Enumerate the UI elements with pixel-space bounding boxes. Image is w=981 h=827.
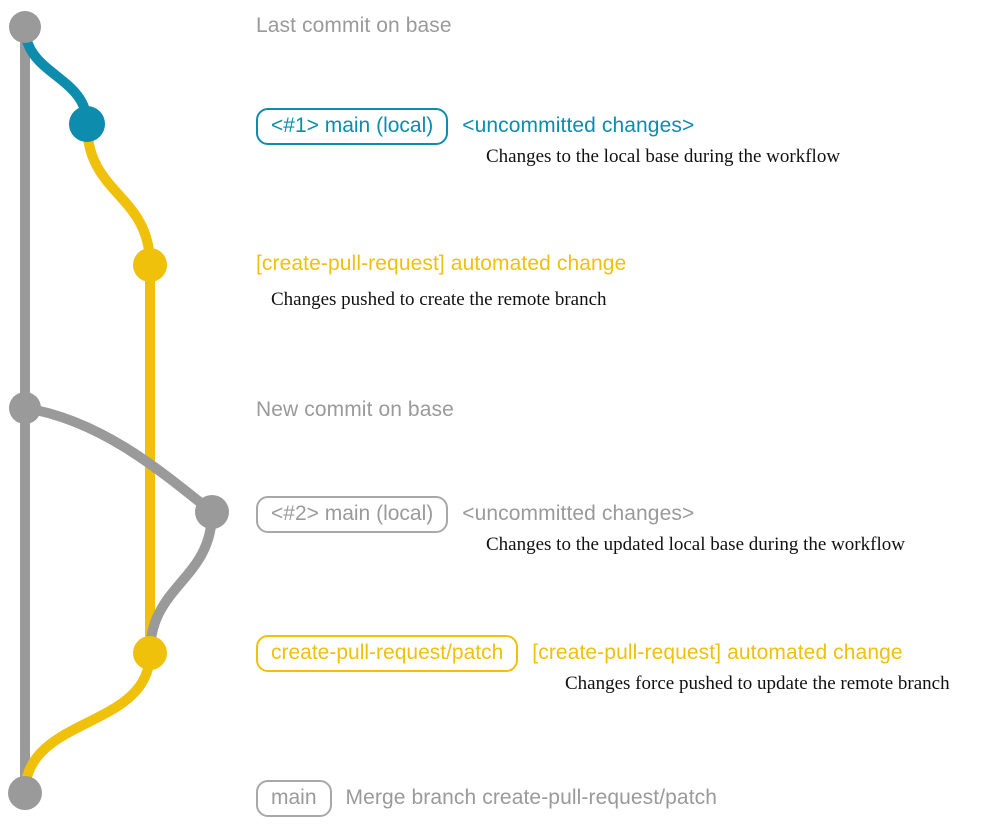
commit-subject: Merge branch create-pull-request/patch (345, 786, 718, 809)
ref-badge-main-local-2[interactable]: <#2> main (local) (256, 496, 449, 533)
graph-row-last-commit-on-base: Last commit on base (256, 14, 452, 38)
commit-subject: <uncommitted changes> (462, 114, 695, 137)
ref-badge-main[interactable]: main (256, 780, 332, 817)
commit-description: Changes pushed to create the remote bran… (271, 289, 607, 310)
commit-subject: Last commit on base (256, 14, 452, 37)
ref-badge-main-local-1[interactable]: <#1> main (local) (256, 108, 449, 145)
commit-node-base-new[interactable] (9, 392, 41, 424)
edge-patch-merge (20, 648, 155, 798)
commit-subject: [create-pull-request] automated change (532, 641, 903, 664)
commit-node-local-1[interactable] (69, 106, 105, 142)
commit-node-merge[interactable] (8, 776, 42, 810)
graph-row-main-local-2: <#2> main (local) <uncommitted changes> (256, 496, 694, 533)
edge-patch-create (82, 119, 155, 270)
commit-node-base-last[interactable] (9, 11, 41, 43)
commit-subject: [create-pull-request] automated change (256, 252, 627, 275)
graph-row-automated-change-1: [create-pull-request] automated change (256, 252, 626, 276)
edge-side-to-patch (145, 507, 217, 658)
commit-node-local-2[interactable] (195, 495, 229, 529)
commit-node-patch-1[interactable] (133, 248, 167, 282)
graph-row-main-local-1: <#1> main (local) <uncommitted changes> (256, 108, 694, 145)
commit-subject: New commit on base (256, 398, 454, 421)
commit-node-patch-2[interactable] (133, 636, 167, 670)
graph-row-main-merge: main Merge branch create-pull-request/pa… (256, 780, 717, 817)
ref-badge-create-pull-request-patch[interactable]: create-pull-request/patch (256, 635, 519, 672)
graph-row-new-commit-on-base: New commit on base (256, 398, 454, 422)
graph-row-create-pull-request-patch: create-pull-request/patch [create-pull-r… (256, 635, 903, 672)
commit-description: Changes to the updated local base during… (486, 534, 905, 555)
commit-nodes (8, 11, 229, 810)
commit-subject: <uncommitted changes> (462, 502, 695, 525)
commit-description: Changes to the local base during the wor… (486, 146, 841, 167)
commit-description: Changes force pushed to update the remot… (565, 673, 950, 694)
edge-base-to-side (20, 403, 217, 517)
